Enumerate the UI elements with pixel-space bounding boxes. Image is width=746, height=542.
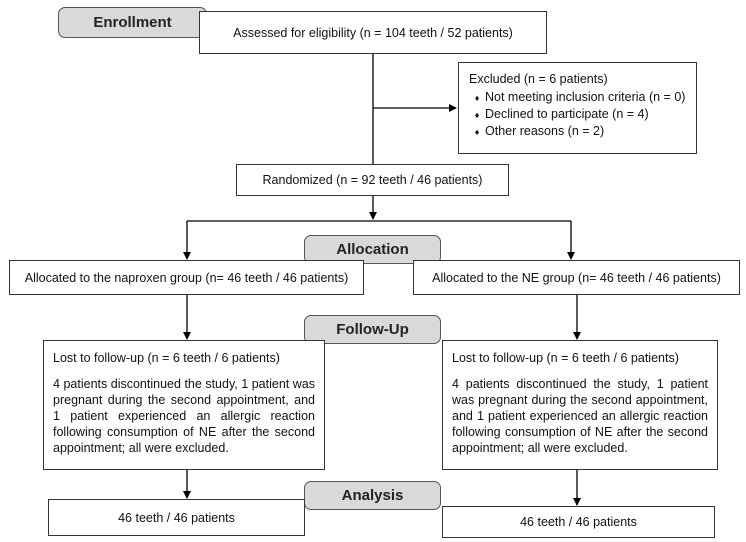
excluded-box: Excluded (n = 6 patients) ♦ Not meeting … [458, 62, 697, 154]
assessed-box: Assessed for eligibility (n = 104 teeth … [199, 11, 547, 54]
randomized-text: Randomized (n = 92 teeth / 46 patients) [262, 173, 483, 187]
stage-enrollment: Enrollment [58, 7, 207, 38]
excluded-title: Excluded (n = 6 patients) [469, 72, 608, 86]
analysis-right-text: 46 teeth / 46 patients [520, 515, 637, 529]
stage-analysis: Analysis [304, 481, 441, 510]
randomized-box: Randomized (n = 92 teeth / 46 patients) [236, 164, 509, 196]
excluded-item-label: Declined to participate (n = 4) [485, 107, 649, 121]
excluded-item-label: Other reasons (n = 2) [485, 124, 605, 138]
allocated-left-text: Allocated to the naproxen group (n= 46 t… [24, 270, 349, 285]
followup-right-text: 4 patients discontinued the study, 1 pat… [452, 377, 708, 455]
diamond-bullet-icon: ♦ [474, 110, 480, 120]
excluded-item: ♦ Other reasons (n = 2) [469, 123, 686, 140]
excluded-list: ♦ Not meeting inclusion criteria (n = 0)… [469, 89, 686, 140]
diamond-bullet-icon: ♦ [474, 93, 480, 103]
stage-allocation: Allocation [304, 235, 441, 264]
followup-left-text: 4 patients discontinued the study, 1 pat… [53, 377, 315, 455]
followup-right-box: Lost to follow-up (n = 6 teeth / 6 patie… [442, 340, 718, 470]
analysis-left-text: 46 teeth / 46 patients [118, 510, 235, 525]
allocated-right-box: Allocated to the NE group (n= 46 teeth /… [413, 260, 740, 295]
followup-left-box: Lost to follow-up (n = 6 teeth / 6 patie… [43, 340, 325, 470]
excluded-item: ♦ Declined to participate (n = 4) [469, 106, 686, 123]
analysis-right-box: 46 teeth / 46 patients [442, 506, 715, 538]
analysis-left-box: 46 teeth / 46 patients [48, 499, 305, 536]
excluded-item-label: Not meeting inclusion criteria (n = 0) [485, 90, 686, 104]
diamond-bullet-icon: ♦ [474, 127, 480, 137]
excluded-item: ♦ Not meeting inclusion criteria (n = 0) [469, 89, 686, 106]
stage-follow-up: Follow-Up [304, 315, 441, 344]
allocated-left-box: Allocated to the naproxen group (n= 46 t… [9, 260, 364, 295]
allocated-right-text: Allocated to the NE group (n= 46 teeth /… [432, 270, 721, 285]
assessed-text: Assessed for eligibility (n = 104 teeth … [233, 25, 513, 40]
followup-right-title: Lost to follow-up (n = 6 teeth / 6 patie… [452, 351, 679, 365]
followup-left-title: Lost to follow-up (n = 6 teeth / 6 patie… [53, 351, 280, 365]
